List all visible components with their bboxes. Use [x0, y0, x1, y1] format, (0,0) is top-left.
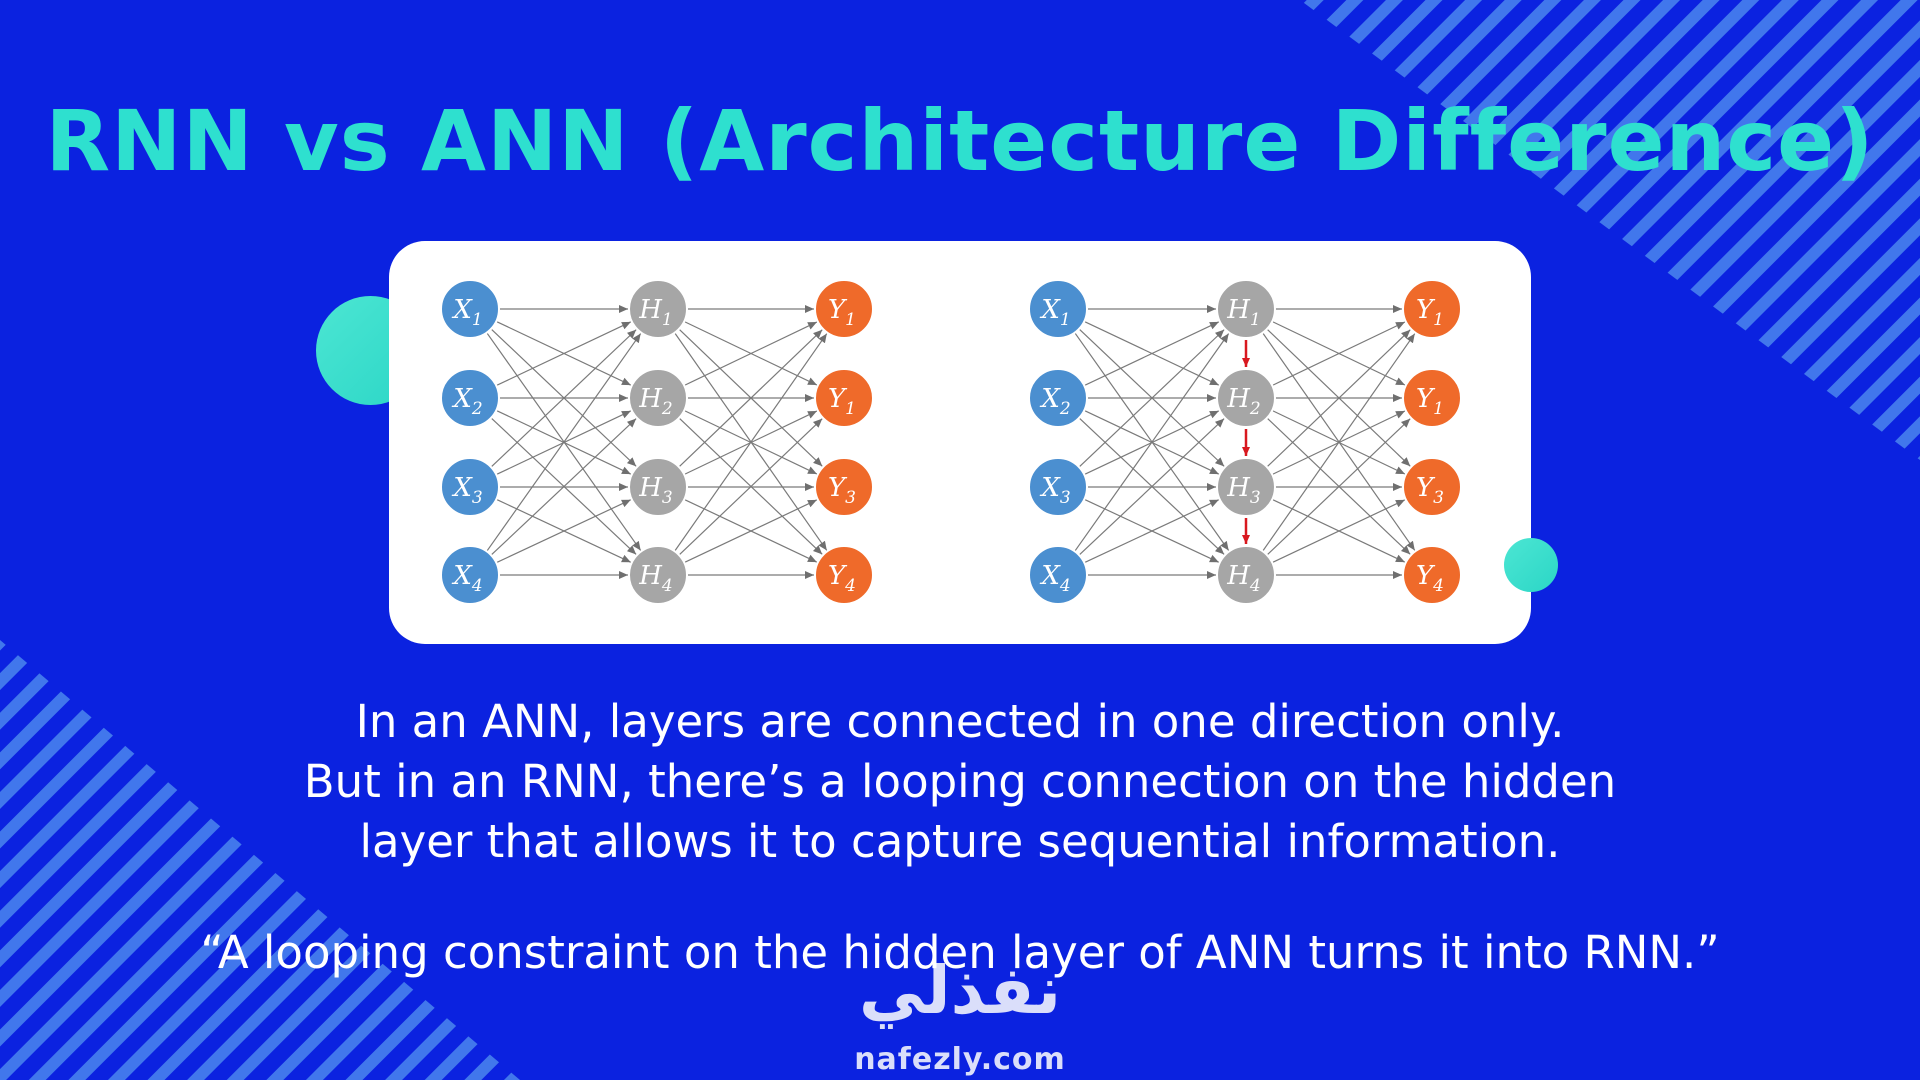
- edges-hidden-output: [674, 305, 828, 579]
- output-node: Y3: [1402, 457, 1462, 517]
- description-line-3: layer that allows it to capture sequenti…: [359, 815, 1561, 868]
- edge: [1266, 418, 1411, 556]
- input-node: X2: [440, 368, 500, 428]
- logo-url: nafezly.com: [854, 1042, 1066, 1077]
- input-node: X2: [1028, 368, 1088, 428]
- output-node: Y4: [814, 545, 874, 605]
- edge: [678, 418, 823, 556]
- output-node: Y4: [1402, 545, 1462, 605]
- edge: [1074, 333, 1230, 552]
- output-node: Y1: [814, 368, 874, 428]
- input-node: X4: [440, 545, 500, 605]
- input-node: X1: [440, 279, 500, 339]
- hidden-node: H1: [628, 279, 688, 339]
- edge: [1266, 329, 1411, 468]
- edge: [674, 333, 828, 552]
- stripe-band-bottom-left: [0, 640, 520, 1080]
- edge: [683, 499, 818, 564]
- edge: [486, 333, 642, 552]
- output-node: Y3: [814, 457, 874, 517]
- edge: [1271, 499, 1406, 564]
- edge: [490, 329, 637, 468]
- edges-input-hidden: [1074, 305, 1230, 579]
- output-node: Y1: [1402, 279, 1462, 339]
- logo-arabic: نفذلي: [859, 952, 1061, 1029]
- hidden-node: H3: [1216, 457, 1276, 517]
- input-node: X4: [1028, 545, 1088, 605]
- edge: [1078, 418, 1225, 556]
- description-line-1: In an ANN, layers are connected in one d…: [355, 695, 1565, 748]
- edge: [1084, 499, 1220, 564]
- description: In an ANN, layers are connected in one d…: [260, 692, 1660, 872]
- hidden-node: H3: [628, 457, 688, 517]
- edge: [1271, 321, 1406, 387]
- edge: [495, 321, 632, 387]
- svg-text:Y4: Y4: [828, 561, 856, 596]
- input-node: X3: [1028, 457, 1088, 517]
- hidden-node: H2: [1216, 368, 1276, 428]
- edge: [1262, 333, 1416, 552]
- svg-text:Y3: Y3: [1416, 473, 1444, 508]
- edges-input-hidden: [486, 305, 642, 579]
- edge: [490, 418, 637, 556]
- output-node: Y1: [1402, 368, 1462, 428]
- hidden-node: H4: [1216, 545, 1276, 605]
- output-node: Y1: [814, 279, 874, 339]
- input-node: X1: [1028, 279, 1088, 339]
- edge: [678, 329, 823, 468]
- stripe-band-top-right: [1300, 0, 1920, 460]
- hidden-node: H2: [628, 368, 688, 428]
- page-title: RNN vs ANN (Architecture Difference): [45, 92, 1875, 190]
- quote-text: “A looping constraint on the hidden laye…: [200, 926, 1720, 979]
- edge: [496, 499, 632, 564]
- hidden-node: H1: [1216, 279, 1276, 339]
- hidden-node: H4: [628, 545, 688, 605]
- edge: [683, 321, 818, 387]
- input-node: X3: [440, 457, 500, 517]
- edge: [1083, 321, 1220, 387]
- decorative-circle-small: [1504, 538, 1558, 592]
- edge: [1078, 329, 1225, 468]
- description-line-2: But in an RNN, there’s a looping connect…: [303, 755, 1617, 808]
- edges-hidden-output: [1262, 305, 1416, 579]
